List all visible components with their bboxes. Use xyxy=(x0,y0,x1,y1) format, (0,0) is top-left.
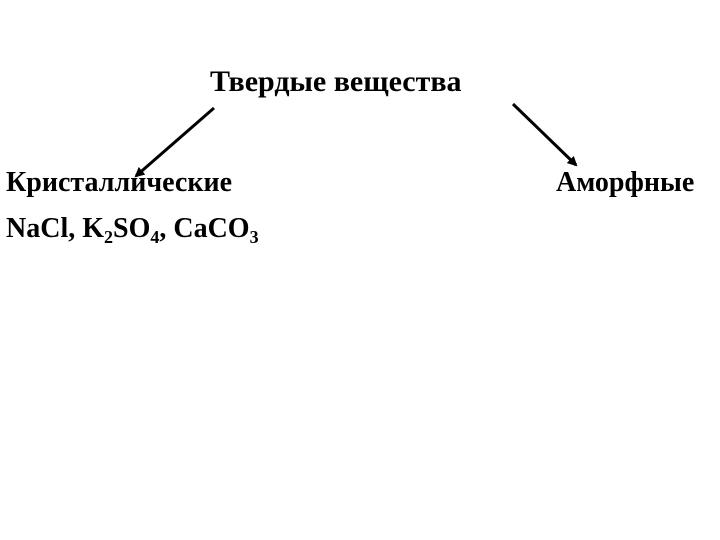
root-node-title: Твердые вещества xyxy=(210,65,462,98)
arrow-to-amorphous xyxy=(511,102,578,167)
formula-subscript: 4 xyxy=(150,227,160,247)
branch-crystalline-label: Кристаллические xyxy=(6,167,233,198)
formula-part: SO xyxy=(113,213,151,244)
formula-part: NaCl, K xyxy=(6,213,104,244)
formula-subscript: 3 xyxy=(249,227,259,247)
formula-subscript: 2 xyxy=(104,227,113,247)
crystalline-examples-formulas: NaCl, K2SO4, CaCO3 xyxy=(6,213,259,247)
branch-amorphous-label: Аморфные xyxy=(556,167,695,198)
arrow-to-crystalline xyxy=(134,106,215,178)
formula-part: , CaCO xyxy=(159,213,250,244)
